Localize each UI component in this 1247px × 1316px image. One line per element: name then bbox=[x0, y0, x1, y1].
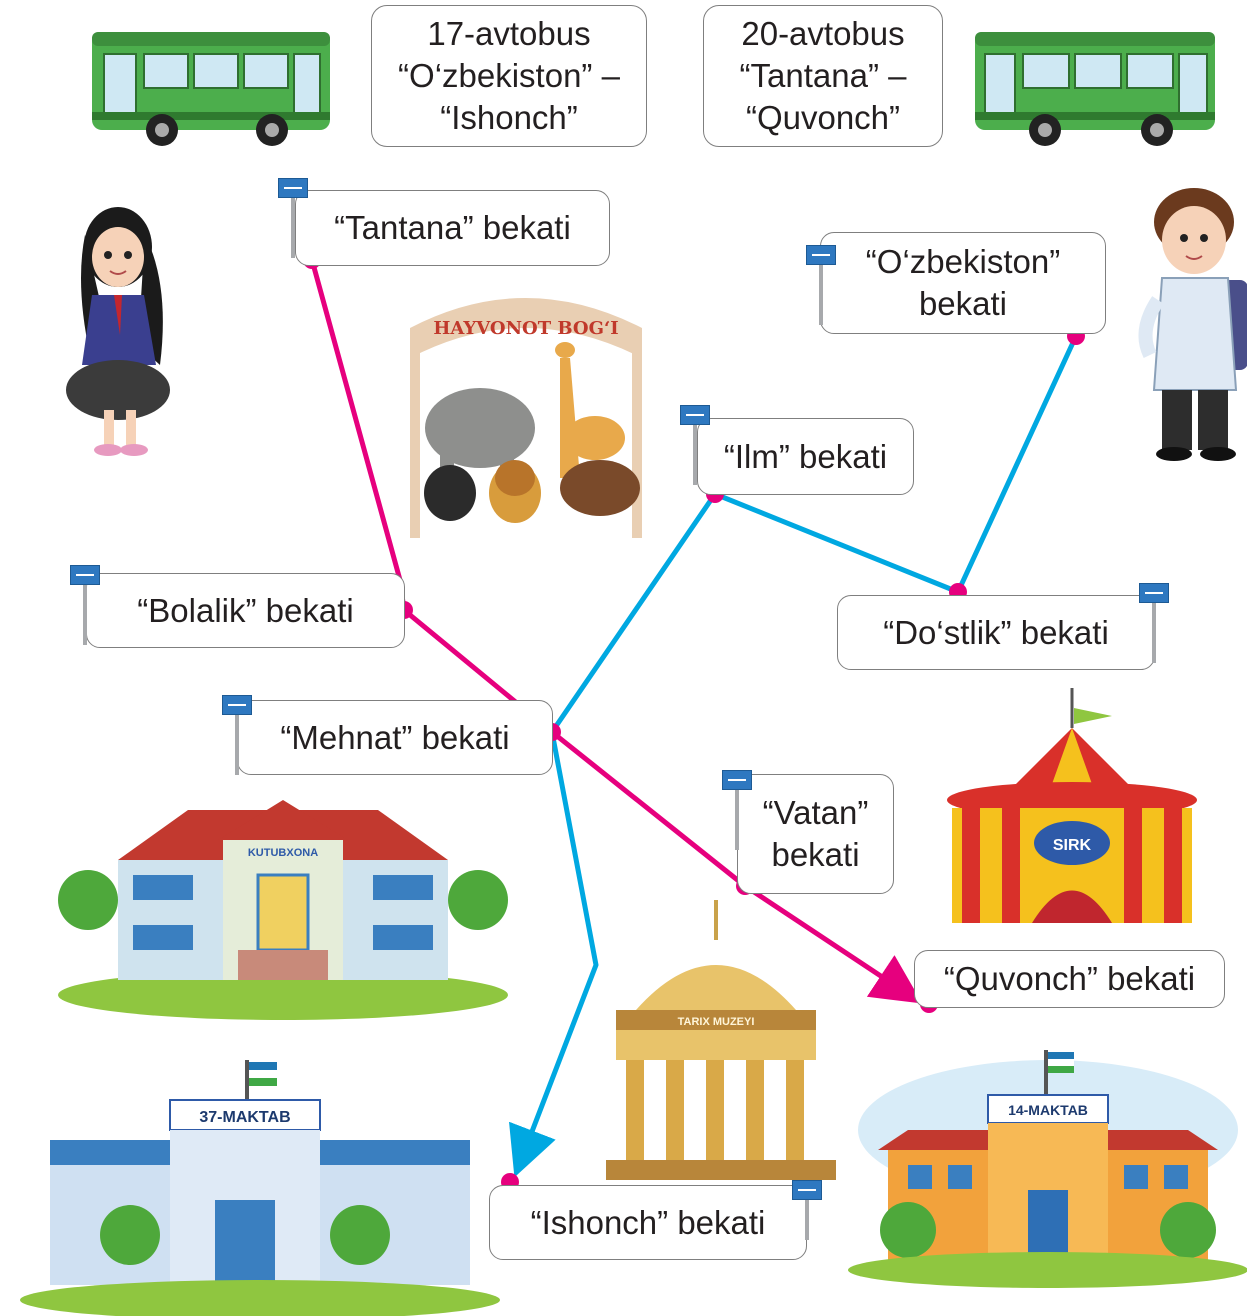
library-illustration: KUTUBXONA bbox=[58, 800, 508, 1020]
circus-sign: SIRK bbox=[1053, 837, 1092, 854]
museum-illustration: TARIX MUZEYI bbox=[606, 900, 836, 1180]
circus-illustration: SIRK bbox=[947, 688, 1197, 923]
bus-stop-sign-icon bbox=[792, 1180, 822, 1260]
school-37-sign: 37-MAKTAB bbox=[199, 1109, 290, 1126]
route-17-line bbox=[509, 334, 1079, 1178]
stop-label-quvonch: “Quvonch” bekati bbox=[914, 950, 1225, 1008]
stop-label-bolalik: “Bolalik” bekati bbox=[86, 573, 405, 648]
bus-left-illustration bbox=[92, 32, 330, 146]
girl-illustration bbox=[66, 207, 170, 456]
stop-label-ilm: “Ilm” bekati bbox=[697, 418, 914, 495]
library-sign: KUTUBXONA bbox=[248, 847, 318, 859]
school-14-sign: 14-MAKTAB bbox=[1008, 1102, 1088, 1118]
zoo-sign: HAYVONOT BOG‘I bbox=[433, 318, 618, 339]
stop-label-ishonch: “Ishonch” bekati bbox=[489, 1185, 807, 1260]
bus-right-illustration bbox=[975, 32, 1215, 146]
bus-17-route-box: 17-avtobus “O‘zbekiston” – “Ishonch” bbox=[371, 5, 647, 147]
school-37-illustration: 37-MAKTAB bbox=[20, 1060, 500, 1316]
stop-label-vatan: “Vatan” bekati bbox=[737, 774, 894, 894]
stop-label-dostlik: “Do‘stlik” bekati bbox=[837, 595, 1155, 670]
bus-stop-sign-icon bbox=[680, 405, 710, 485]
boy-illustration bbox=[1138, 188, 1247, 461]
bus-stop-sign-icon bbox=[70, 565, 100, 645]
bus-stop-sign-icon bbox=[722, 770, 752, 850]
stop-label-ozbekiston: “O‘zbekiston” bekati bbox=[820, 232, 1106, 334]
zoo-illustration: HAYVONOT BOG‘I bbox=[410, 298, 642, 538]
bus-stop-sign-icon bbox=[222, 695, 252, 775]
school-14-illustration: 14-MAKTAB bbox=[848, 1050, 1247, 1288]
bus-stop-sign-icon bbox=[1139, 583, 1169, 663]
stop-label-tantana: “Tantana” bekati bbox=[295, 190, 610, 266]
bus-stop-sign-icon bbox=[806, 245, 836, 325]
bus-20-route-box: 20-avtobus “Tantana” – “Quvonch” bbox=[703, 5, 943, 147]
stop-label-mehnat: “Mehnat” bekati bbox=[237, 700, 553, 775]
museum-sign: TARIX MUZEYI bbox=[678, 1016, 755, 1028]
route-20-line bbox=[309, 259, 923, 1004]
bus-stop-sign-icon bbox=[278, 178, 308, 258]
